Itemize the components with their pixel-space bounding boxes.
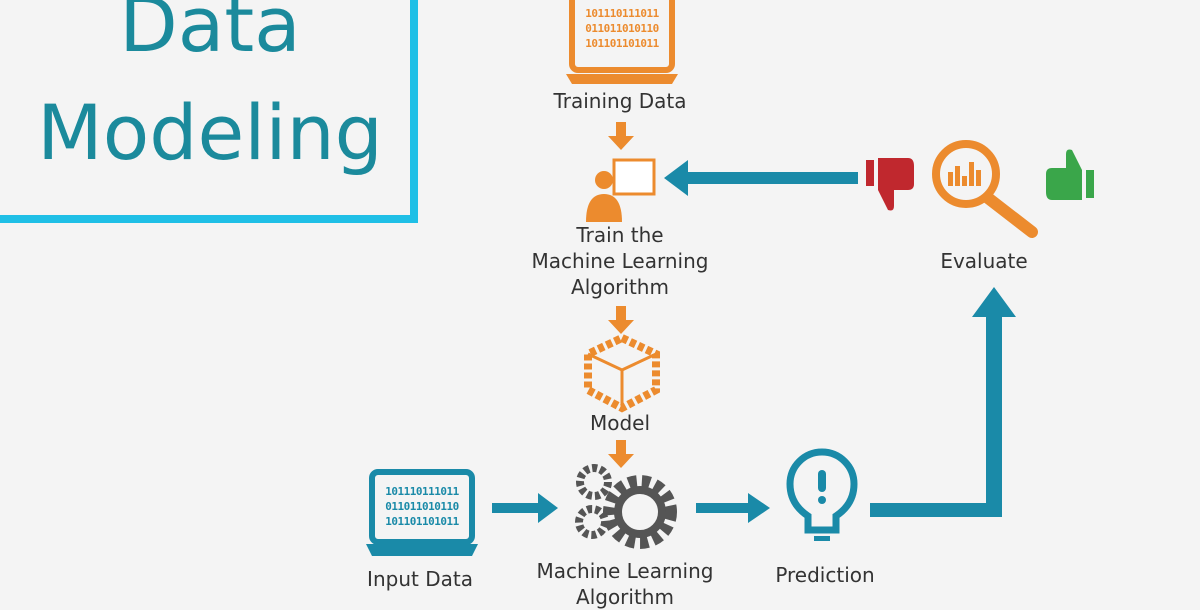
binary-line: 011011010110 [385, 500, 459, 513]
binary-line: 101110111011 [385, 485, 459, 498]
title-line1: Data [119, 0, 301, 69]
thumbs-down-icon [866, 158, 914, 211]
input-data-binary: 101110111011 011011010110 101101101011 [376, 484, 468, 529]
label-line: Train the [576, 223, 664, 247]
input-data-laptop-icon [366, 469, 478, 556]
model-cube-icon [584, 333, 660, 413]
binary-line: 101110111011 [585, 7, 659, 20]
model-label: Model [589, 411, 651, 435]
trainer-icon [586, 158, 656, 222]
title-line2: Modeling [37, 88, 383, 177]
binary-line: 101101101011 [385, 515, 459, 528]
training-data-label: Training Data [553, 89, 687, 113]
gears-icon [575, 464, 677, 549]
label-line: Algorithm [571, 275, 669, 299]
binary-line: 101101101011 [585, 37, 659, 50]
binary-line: 011011010110 [585, 22, 659, 35]
thumbs-up-icon [1046, 149, 1094, 200]
train-algorithm-label: Train the Machine Learning Algorithm [500, 222, 740, 300]
label-line: Algorithm [576, 585, 674, 609]
training-data-laptop-icon [566, 0, 678, 84]
magnifier-chart-icon [932, 140, 1038, 238]
input-data-label: Input Data [367, 567, 473, 591]
title-box [0, 0, 418, 223]
lightbulb-icon [786, 448, 858, 541]
label-line: Machine Learning [536, 559, 714, 583]
evaluate-label: Evaluate [940, 249, 1028, 273]
ml-algorithm-label: Machine Learning Algorithm [505, 558, 745, 610]
label-line: Machine Learning [531, 249, 709, 273]
prediction-label: Prediction [775, 563, 875, 587]
training-data-binary: 101110111011 011011010110 101101101011 [576, 6, 668, 51]
orange-arrows [608, 122, 634, 468]
teal-arrows [492, 160, 1016, 523]
